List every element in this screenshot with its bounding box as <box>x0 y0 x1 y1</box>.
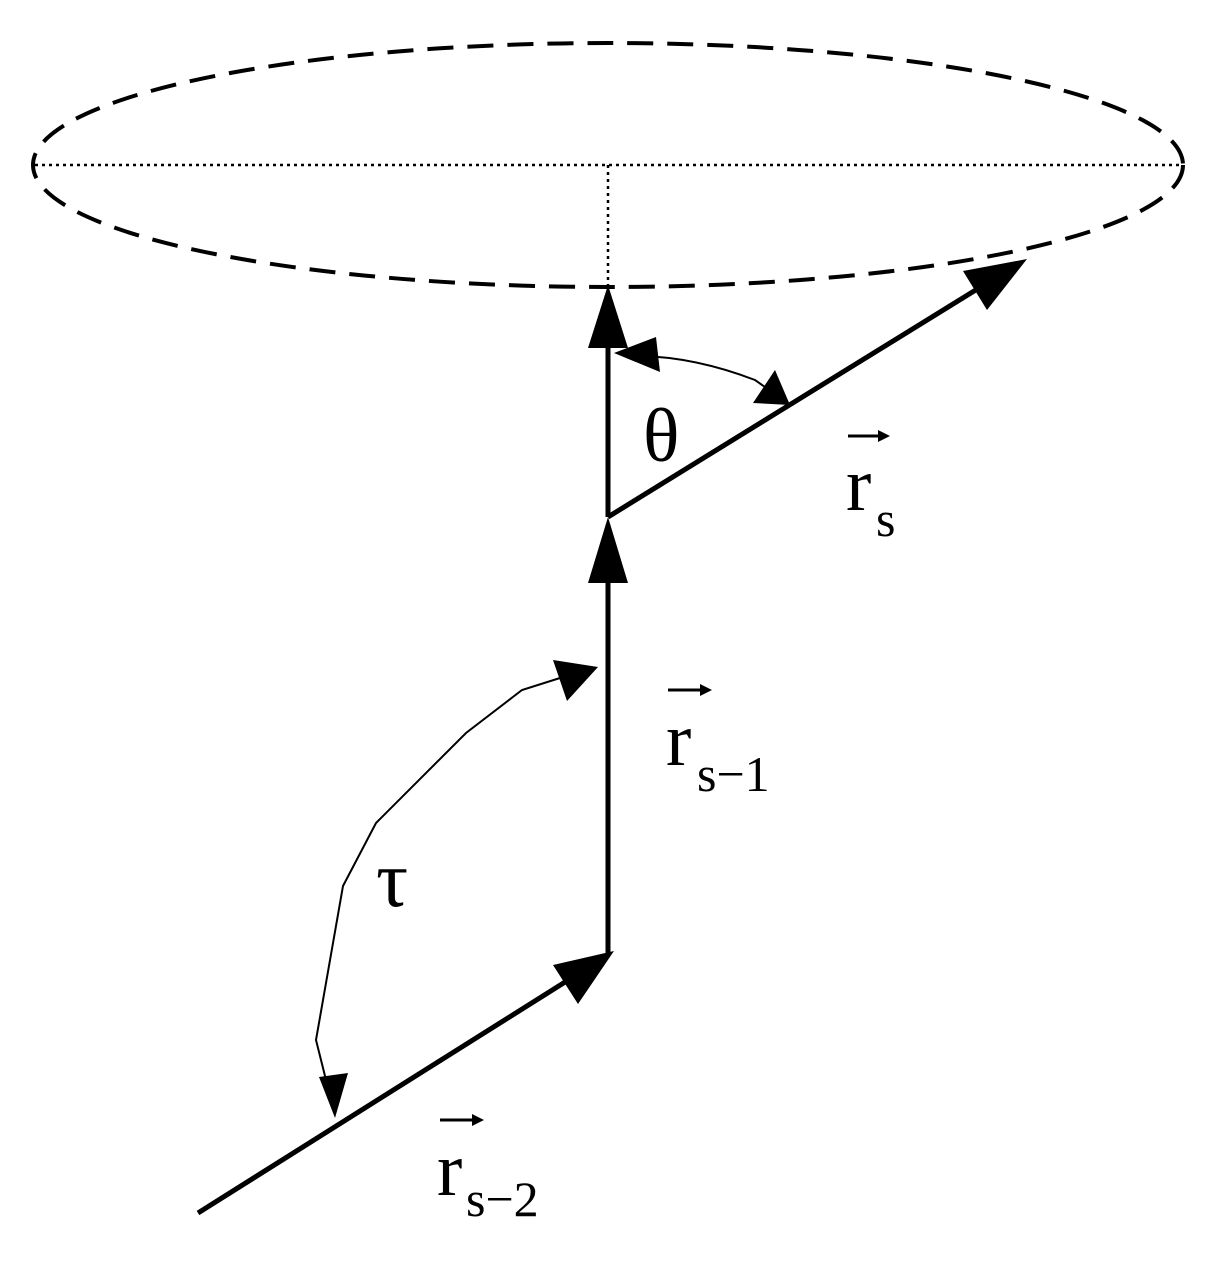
theta-angle-arc <box>614 337 790 405</box>
theta-arc-arrowhead-right <box>753 370 790 405</box>
svg-text:r: r <box>666 698 691 782</box>
theta-arc-arrowhead-left <box>614 337 660 372</box>
arrowhead-r-s-1 <box>588 517 628 583</box>
tau-label: τ <box>376 836 408 924</box>
label-r-s-1: r s−1 <box>666 684 770 802</box>
label-r-s-2: r s−2 <box>437 1114 539 1227</box>
rotation-axis-arrow <box>588 285 628 517</box>
theta-label: θ <box>643 394 679 478</box>
tau-arc-arrowhead-bottom <box>319 1073 348 1118</box>
svg-text:r: r <box>437 1128 462 1212</box>
vector-r-s-2 <box>196 951 614 1216</box>
svg-text:r: r <box>846 443 871 527</box>
arrowhead-axis <box>588 285 628 348</box>
svg-text:s−2: s−2 <box>466 1171 539 1227</box>
label-r-s: r s <box>846 430 895 547</box>
vector-r-s-1 <box>588 517 628 955</box>
tau-angle-arc <box>314 660 598 1118</box>
svg-text:s: s <box>876 491 895 547</box>
svg-text:s−1: s−1 <box>697 746 770 802</box>
tau-arc-arrowhead-top <box>553 660 598 701</box>
arrowhead-r-s-2 <box>553 951 614 1004</box>
arrowhead-r-s <box>963 259 1027 310</box>
vector-r-s <box>606 259 1027 520</box>
